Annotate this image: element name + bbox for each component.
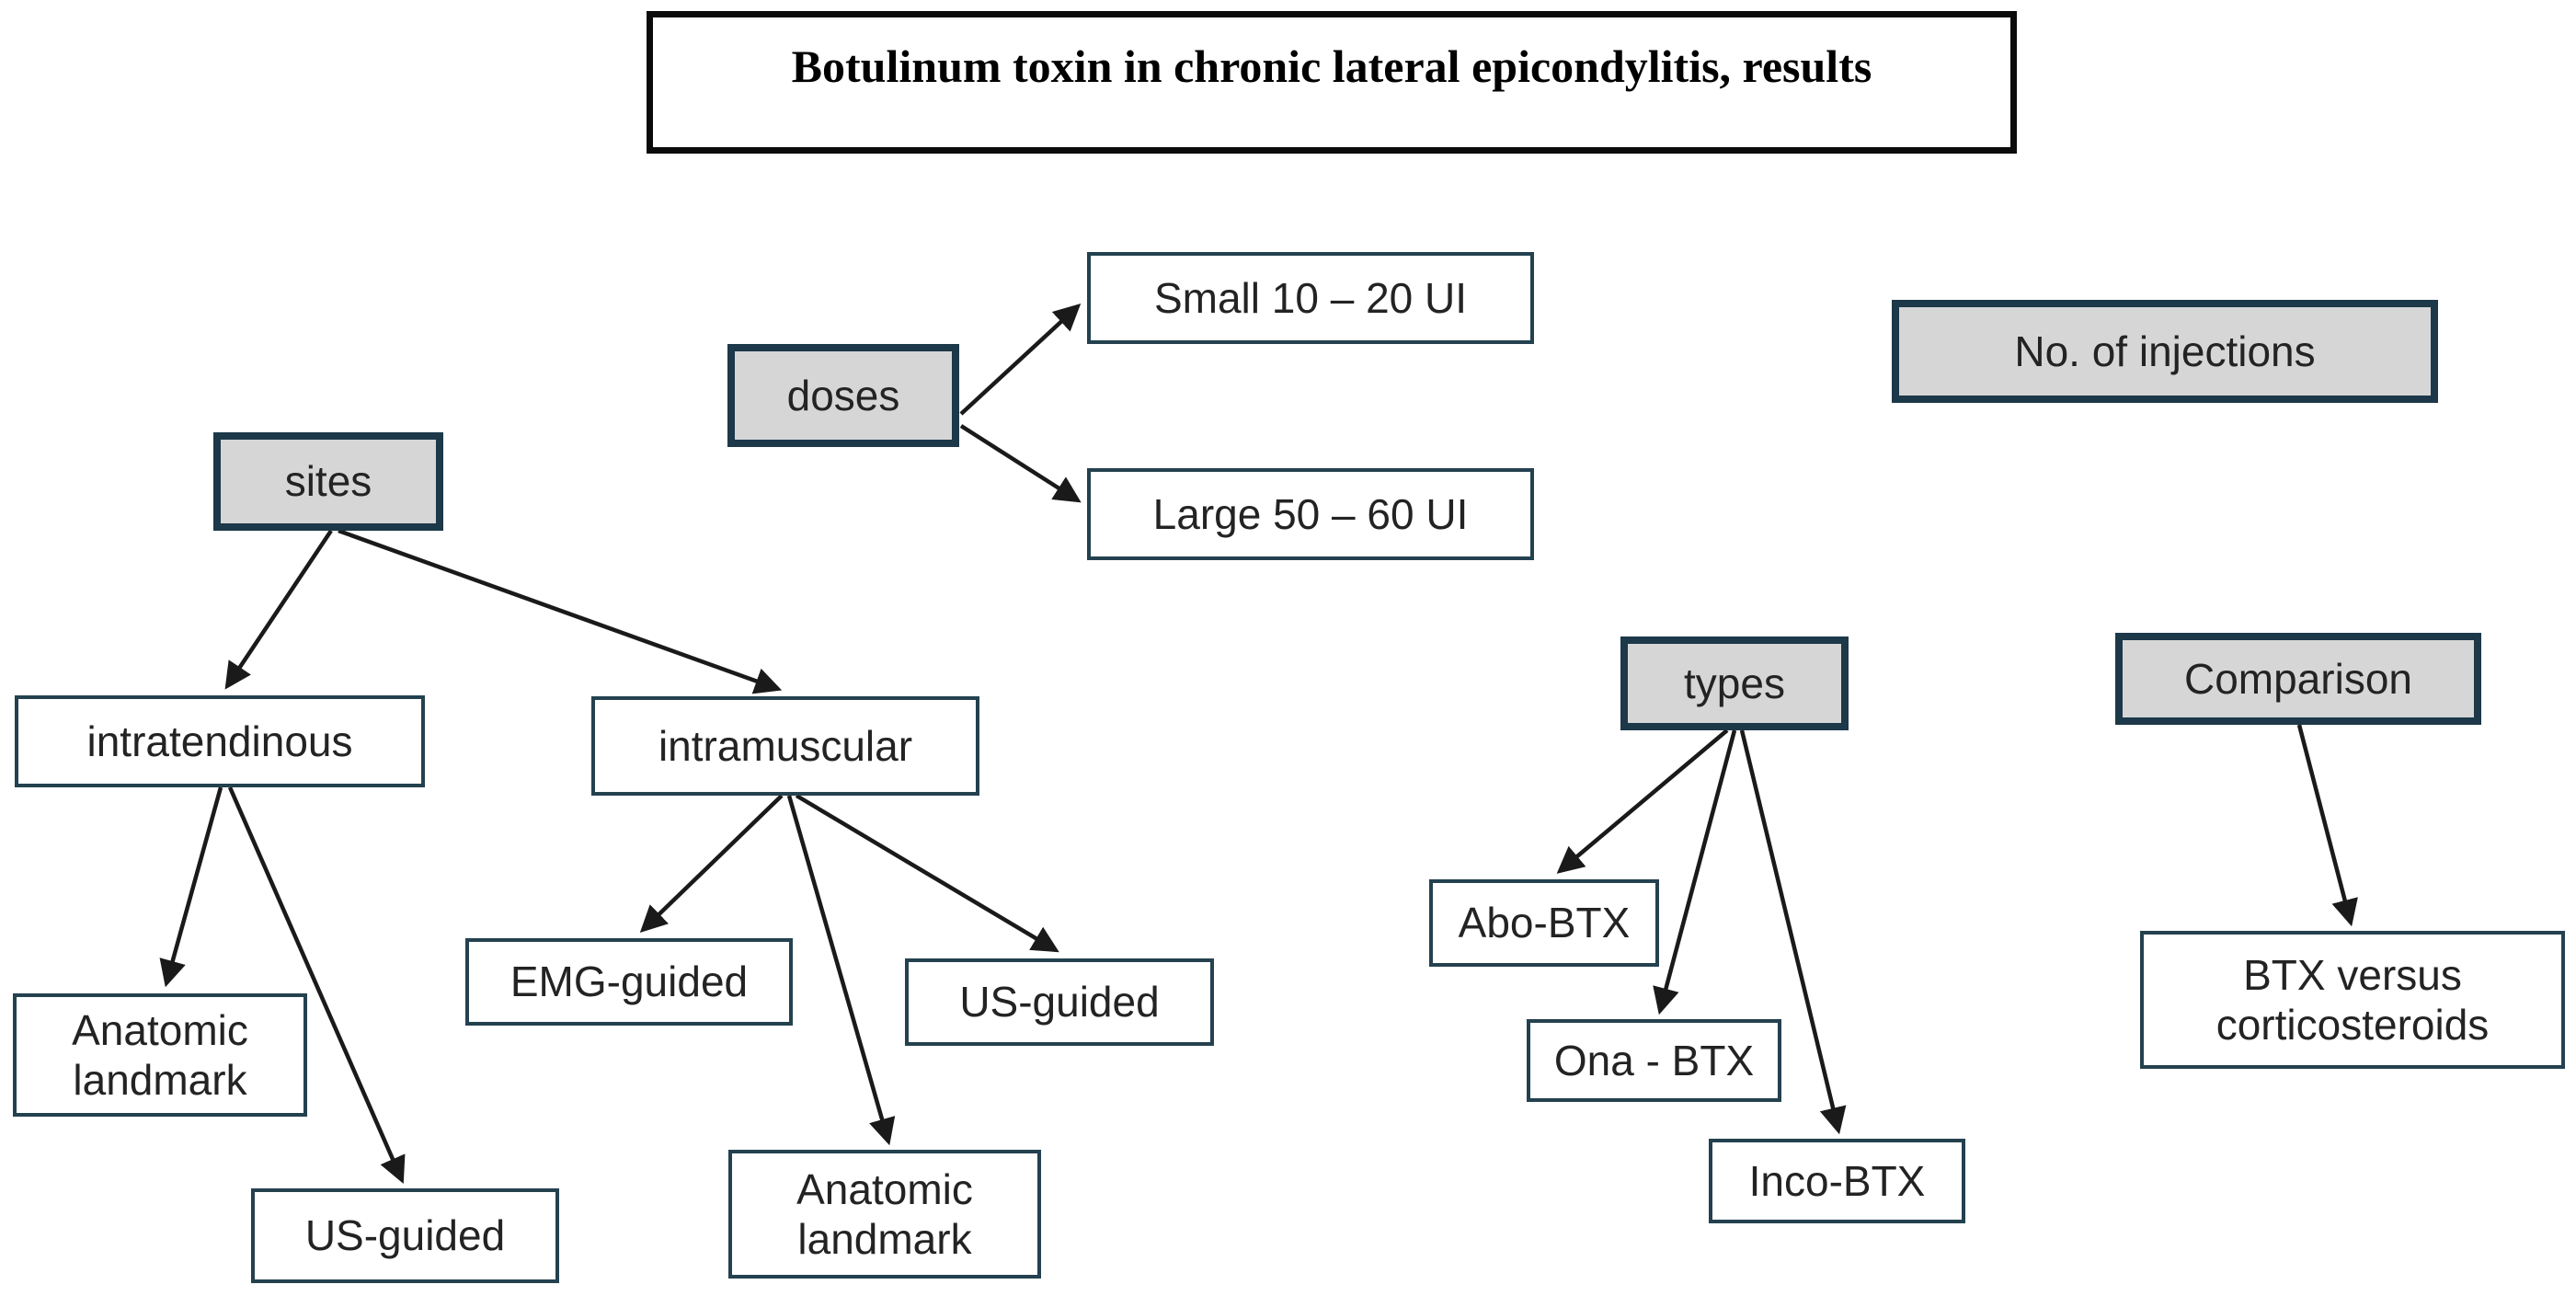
node-label: Abo-BTX <box>1458 899 1631 947</box>
diagram-title: Botulinum toxin in chronic lateral epico… <box>647 11 2017 154</box>
node-label: doses <box>786 371 900 419</box>
node-abo-btx: Abo-BTX <box>1429 879 1659 967</box>
node-label: intramuscular <box>658 721 913 770</box>
node-ona-btx: Ona - BTX <box>1527 1019 1781 1102</box>
edge-intramuscular-us-guided <box>795 794 1059 953</box>
node-label: intratendinous <box>86 717 353 765</box>
node-label: BTX versus corticosteroids <box>2215 950 2490 1049</box>
node-anatomic-landmark-intramuscular: Anatomic landmark <box>728 1150 1041 1279</box>
node-label: Comparison <box>2184 654 2412 703</box>
node-anatomic-landmark-intratendinous: Anatomic landmark <box>13 993 307 1117</box>
node-label: Anatomic landmark <box>72 1005 248 1104</box>
edge-types-ona-btx <box>1653 729 1737 1015</box>
node-types: types <box>1620 637 1849 730</box>
node-label: Anatomic landmark <box>796 1164 973 1263</box>
node-sites: sites <box>213 432 443 531</box>
edge-types-abo-btx <box>1556 728 1729 874</box>
node-small-dose: Small 10 – 20 UI <box>1087 252 1534 344</box>
node-inco-btx: Inco-BTX <box>1709 1139 1965 1223</box>
node-label: sites <box>284 457 372 506</box>
node-label: Large 50 – 60 UI <box>1152 489 1469 538</box>
node-intramuscular: intramuscular <box>591 696 979 796</box>
node-label: EMG-guided <box>509 958 749 1006</box>
edge-doses-small-dose <box>959 304 1082 416</box>
node-us-guided-intratendinous: US-guided <box>251 1188 559 1283</box>
edge-comparison-btx-vs-cortico <box>2296 724 2358 927</box>
node-label: Ona - BTX <box>1553 1036 1755 1084</box>
node-label: Inco-BTX <box>1748 1156 1926 1205</box>
node-no-of-injections: No. of injections <box>1892 300 2438 403</box>
node-doses: doses <box>727 344 959 447</box>
edge-intramuscular-anatomic <box>786 795 896 1146</box>
node-large-dose: Large 50 – 60 UI <box>1087 468 1534 560</box>
node-label: US-guided <box>959 978 1160 1026</box>
edge-sites-intratendinous <box>224 529 333 690</box>
node-label: types <box>1684 659 1785 707</box>
edge-doses-large-dose <box>959 424 1082 503</box>
diagram-title-label: Botulinum toxin in chronic lateral epico… <box>791 40 1872 92</box>
edge-intratendinous-us-guided <box>227 786 406 1185</box>
node-btx-versus-corticosteroids: BTX versus corticosteroids <box>2140 931 2565 1069</box>
node-label: US-guided <box>304 1211 506 1260</box>
edge-sites-intramuscular <box>338 528 783 694</box>
edge-intramuscular-emg-guided <box>639 794 784 934</box>
node-label: Small 10 – 20 UI <box>1153 273 1468 322</box>
node-emg-guided: EMG-guided <box>465 938 793 1026</box>
node-label: No. of injections <box>2014 327 2316 375</box>
node-comparison: Comparison <box>2115 633 2481 725</box>
node-intratendinous: intratendinous <box>15 695 425 787</box>
node-us-guided-intramuscular: US-guided <box>905 958 1214 1046</box>
edge-intratendinous-anatomic <box>159 786 223 988</box>
